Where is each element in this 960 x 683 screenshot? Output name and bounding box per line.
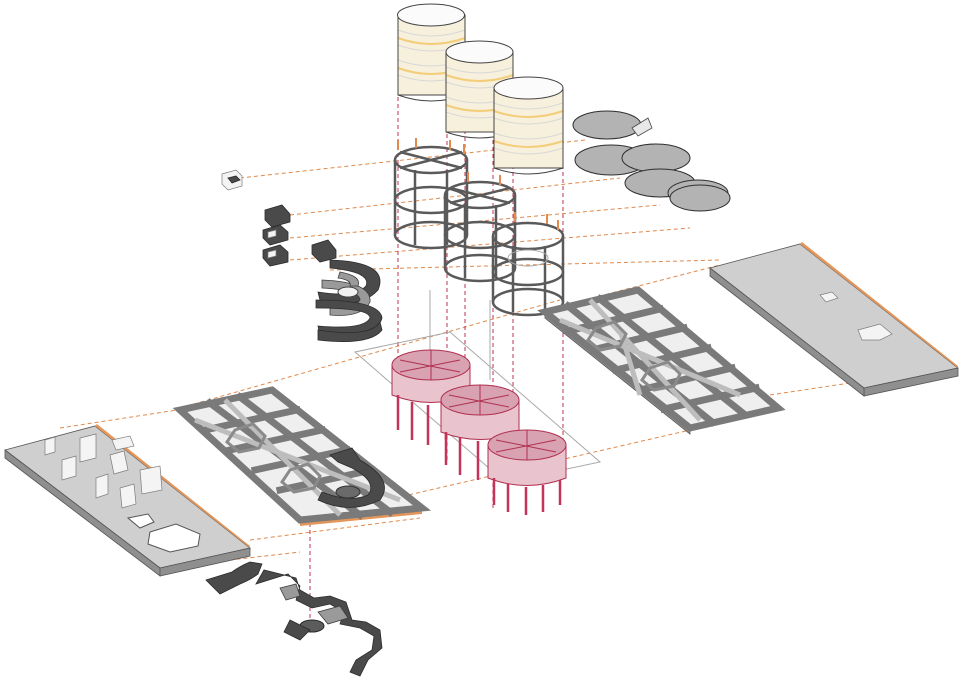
red-cylinder-structures [391,349,567,515]
red-cylinder-3 [487,429,567,515]
glass-cylinder-3 [493,76,564,175]
timber-frame-3 [491,212,565,317]
lower-grid-frame [172,386,432,526]
cylinder-timber-frames [393,138,565,317]
ground-floor-slab [4,424,251,577]
roof-opening-2 [857,323,893,341]
roof-connector [631,117,653,137]
glass-cylinders [397,3,564,175]
upper-grid-frame [537,286,786,435]
spiral-stair [315,259,383,342]
timber-frame-1 [393,138,469,250]
stair-fragments [221,169,337,267]
roof-disk-3 [621,143,691,173]
roof-disk-6 [669,184,731,212]
fragment-1 [264,204,291,228]
roof-opening-1 [819,291,839,303]
upper-roof-slab [709,242,959,397]
roof-disks [572,110,731,212]
roof-disk-1 [572,110,642,140]
floor-opening-1 [126,513,155,529]
thin-outline-plane [353,290,602,483]
floor-opening-2 [147,523,201,553]
timber-frame-2 [443,172,517,283]
dark-ground-path [205,561,383,677]
fragment-4 [311,239,337,263]
